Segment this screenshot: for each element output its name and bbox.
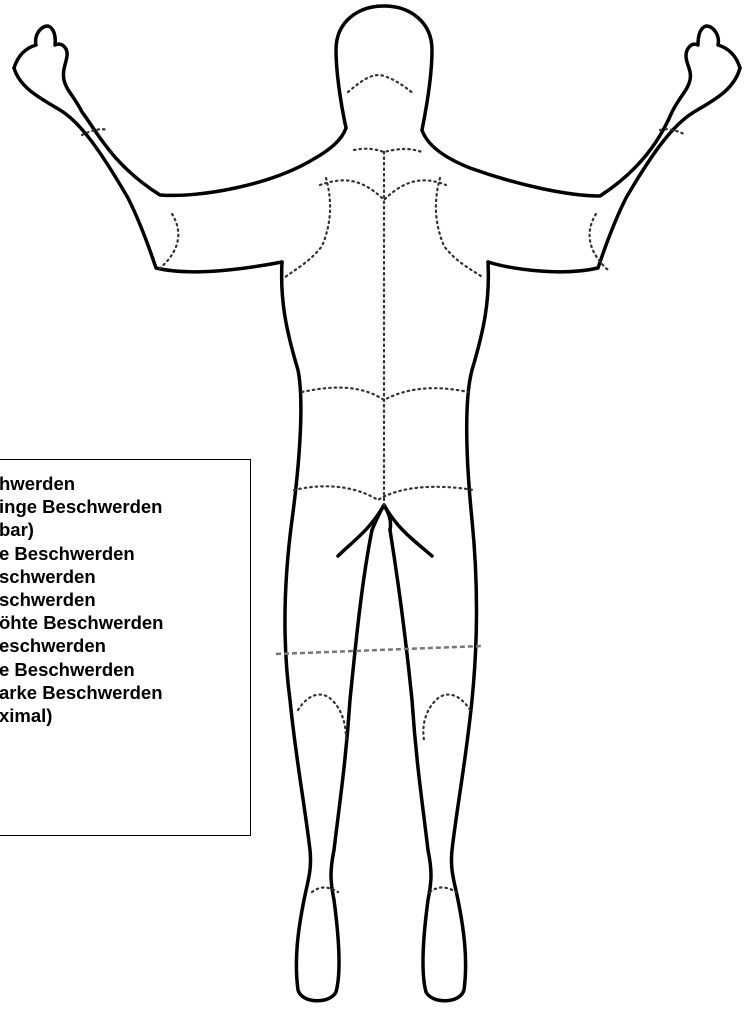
right-arm-inner xyxy=(488,68,740,272)
legend-line: eschwerden xyxy=(0,634,250,657)
buttocks-crease xyxy=(338,505,432,556)
legend-box: hwerden inge Beschwerden bar) e Beschwer… xyxy=(0,459,251,836)
legend-line: öhte Beschwerden xyxy=(0,611,250,634)
torso-left-side xyxy=(282,262,372,1001)
left-arm-inner xyxy=(14,68,282,272)
left-knee xyxy=(298,695,346,740)
legend-line: schwerden xyxy=(0,588,250,611)
head-outline xyxy=(336,6,432,130)
legend-line: inge Beschwerden xyxy=(0,495,250,518)
legend-line: ximal) xyxy=(0,704,250,727)
left-scapula xyxy=(284,178,330,278)
thigh-reference-line xyxy=(276,646,482,654)
legend-line: schwerden xyxy=(0,565,250,588)
right-ankle xyxy=(430,888,456,893)
legend-line: hwerden xyxy=(0,472,250,495)
right-scapula xyxy=(436,178,484,278)
legend-line: bar) xyxy=(0,518,250,541)
right-elbow xyxy=(590,214,608,270)
legend-line: e Beschwerden xyxy=(0,658,250,681)
legend-line: e Beschwerden xyxy=(0,542,250,565)
neck-zone xyxy=(348,75,414,94)
torso-right-side xyxy=(390,262,488,1001)
right-knee xyxy=(423,695,470,740)
shoulder-line xyxy=(354,149,422,152)
legend-line: arke Beschwerden xyxy=(0,681,250,704)
left-elbow xyxy=(158,214,178,270)
